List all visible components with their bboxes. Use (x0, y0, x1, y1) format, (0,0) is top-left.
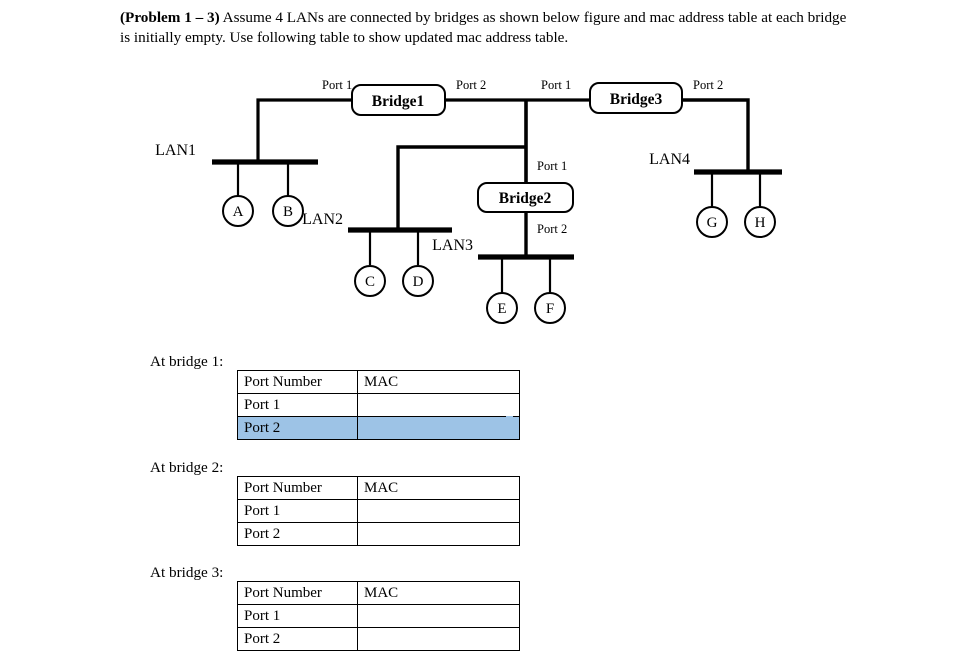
host-node-f[interactable] (534, 292, 566, 324)
wire-bridge1-port1-to-lan1 (256, 98, 352, 162)
bridge1-table-block: At bridge 1: Port Number MAC Port 1 Port… (150, 353, 530, 445)
lan-buses (212, 159, 782, 260)
bridge3-table-caption: At bridge 3: (150, 564, 224, 581)
problem-statement: (Problem 1 – 3) Assume 4 LANs are connec… (120, 8, 850, 48)
table-row[interactable]: Port 1 (237, 499, 520, 523)
host-node-e[interactable] (486, 292, 518, 324)
header-port-number: Port Number (237, 370, 358, 394)
lan4-label: LAN4 (649, 151, 690, 168)
table-row[interactable]: Port 2 (237, 627, 520, 651)
host-node-a[interactable] (222, 195, 254, 227)
bridge3-mac-table: Port Number MAC Port 1 Port 2 (237, 581, 520, 651)
header-mac: MAC (357, 370, 520, 394)
table-row[interactable]: Port 1 (237, 604, 520, 628)
header-port-number: Port Number (237, 476, 358, 500)
lan3-label: LAN3 (432, 237, 473, 254)
bridge3-label: Bridge3 (610, 91, 663, 108)
wire-bridge3-port2-to-lan4 (682, 98, 750, 172)
port-label-bridge3-port1: Port 1 (541, 78, 571, 92)
table-row[interactable]: Port 1 (237, 393, 520, 417)
row-port-label: Port 1 (237, 499, 358, 523)
selection-tail-marker (506, 416, 513, 439)
host-drop-wires (236, 162, 762, 293)
row-mac-value[interactable] (357, 393, 520, 417)
host-label-f: F (546, 301, 554, 317)
host-label-c: C (365, 274, 375, 290)
bridge2-table-caption: At bridge 2: (150, 459, 224, 476)
host-node-b[interactable] (272, 195, 304, 227)
bridge1-mac-table: Port Number MAC Port 1 Port 2 (237, 370, 520, 440)
row-port-label: Port 2 (237, 627, 358, 651)
host-nodes (222, 195, 776, 324)
table-row-selected[interactable]: Port 2 (237, 416, 520, 440)
row-port-label: Port 2 (237, 416, 358, 440)
row-mac-value[interactable] (357, 627, 520, 651)
problem-label: (Problem 1 – 3) (120, 9, 220, 26)
host-node-g[interactable] (696, 206, 728, 238)
bridge2-table-block: At bridge 2: Port Number MAC Port 1 Port… (150, 459, 530, 551)
port-label-bridge2-port2: Port 2 (537, 222, 567, 236)
bridge2-label: Bridge2 (499, 190, 552, 207)
row-port-label: Port 2 (237, 522, 358, 546)
table-header-row: Port Number MAC (237, 581, 520, 605)
host-label-b: B (283, 204, 293, 220)
bridge2-mac-table: Port Number MAC Port 1 Port 2 (237, 476, 520, 546)
table-header-row: Port Number MAC (237, 370, 520, 394)
row-mac-value[interactable] (357, 416, 520, 440)
port-label-bridge1-port1: Port 1 (322, 78, 352, 92)
bridge1-box[interactable] (351, 84, 446, 116)
table-row[interactable]: Port 2 (237, 522, 520, 546)
bridge-boxes (351, 82, 683, 213)
table-header-row: Port Number MAC (237, 476, 520, 500)
problem-body: Assume 4 LANs are connected by bridges a… (120, 9, 847, 47)
port-label-bridge3-port2: Port 2 (693, 78, 723, 92)
port-label-bridge2-port1: Port 1 (537, 159, 567, 173)
bridge3-box[interactable] (589, 82, 683, 114)
host-node-d[interactable] (402, 265, 434, 297)
row-mac-value[interactable] (357, 499, 520, 523)
row-port-label: Port 1 (237, 604, 358, 628)
bridge3-table-block: At bridge 3: Port Number MAC Port 1 Port… (150, 564, 530, 656)
header-mac: MAC (357, 476, 520, 500)
row-mac-value[interactable] (357, 522, 520, 546)
host-label-g: G (707, 215, 718, 231)
lan1-label: LAN1 (155, 142, 196, 159)
host-node-h[interactable] (744, 206, 776, 238)
header-port-number: Port Number (237, 581, 358, 605)
host-label-d: D (413, 274, 424, 290)
bridge2-box[interactable] (477, 182, 574, 213)
header-mac: MAC (357, 581, 520, 605)
port-label-bridge1-port2: Port 2 (456, 78, 486, 92)
host-label-e: E (497, 301, 506, 317)
bridge1-table-caption: At bridge 1: (150, 353, 224, 370)
diagram-wires (256, 98, 750, 257)
host-label-h: H (755, 215, 766, 231)
row-port-label: Port 1 (237, 393, 358, 417)
host-node-c[interactable] (354, 265, 386, 297)
network-topology-diagram: Bridge1 Bridge2 Bridge3 Port 1 Port 2 Po… (155, 78, 782, 324)
lan2-label: LAN2 (302, 211, 343, 228)
host-label-a: A (233, 204, 244, 220)
row-mac-value[interactable] (357, 604, 520, 628)
wire-trunk-to-lan2 (396, 145, 526, 230)
bridge1-label: Bridge1 (372, 93, 425, 110)
